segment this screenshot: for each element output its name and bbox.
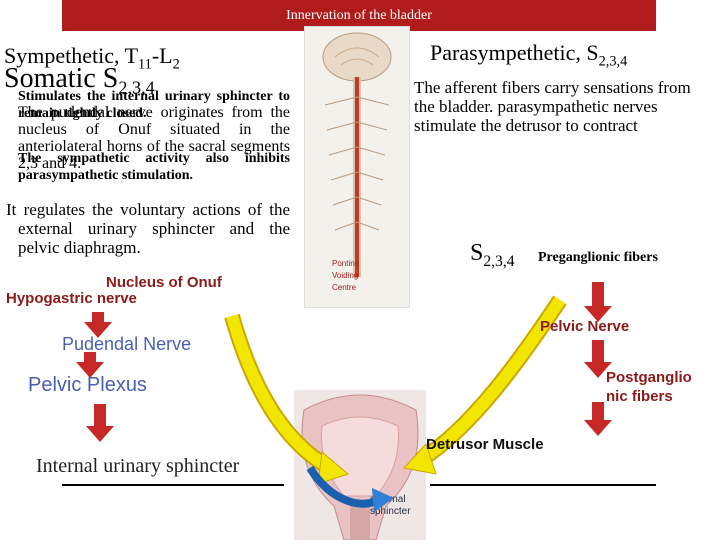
spinal-cord-illustration	[304, 26, 410, 308]
somatic-sub: 2,3,4	[118, 77, 155, 98]
bladder-illustration	[294, 390, 426, 541]
arrow-plexus-down	[86, 404, 114, 442]
arrow-yellow-right-head	[403, 443, 437, 475]
s-label-text: S	[470, 240, 484, 266]
nucleus-of-onuf-label: Nucleus of Onuf	[106, 274, 222, 291]
pontine-voiding-centre-label: Pontine Voiding Centre	[332, 259, 360, 292]
arrow-postganglionic-down	[584, 402, 612, 436]
sympathetic-heading: Sympethetic, T11-L2	[4, 44, 180, 76]
title-bar: Innervation of the bladder	[62, 0, 656, 31]
sympathetic-activity-text: The sympathetic activity also inhibits p…	[18, 151, 290, 183]
sympathetic-sub-11: 11	[138, 56, 152, 73]
pudendal-origin-text: The pudendal nerve originates from the n…	[18, 104, 290, 172]
stimulates-text: Stimulates the internal urinary sphincte…	[18, 89, 290, 121]
postganglionic-label: Postganglio nic fibers	[606, 369, 692, 405]
pelvic-nerve-label: Pelvic Nerve	[540, 318, 630, 335]
arrow-yellow-left-head	[317, 451, 350, 485]
pelvic-plexus-label: Pelvic Plexus	[28, 374, 147, 396]
s-label-sub: 2,3,4	[483, 252, 515, 270]
arrow-pudendal-down	[76, 352, 104, 378]
arrow-blue-head	[372, 488, 394, 512]
arrow-yellow-left	[224, 313, 335, 475]
internal-sphincter-label: Internal urinary sphincter	[36, 455, 240, 477]
somatic-heading: Somatic S2,3,4	[4, 63, 155, 101]
regulates-text: It regulates the voluntary actions of th…	[6, 200, 290, 257]
preganglionic-label: Preganglionic fibers	[538, 250, 658, 265]
sympathetic-heading-mid: -L	[151, 43, 173, 68]
s234-label: S2,3,4	[470, 240, 515, 271]
parasympathetic-sub: 2,3,4	[598, 53, 628, 70]
divider-left	[62, 484, 284, 486]
sympathetic-heading-text: Sympethetic, T	[4, 43, 139, 68]
hypogastric-nerve-label: Hypogastric nerve	[6, 290, 137, 307]
spinal-cord-drawing	[322, 32, 392, 277]
pudendal-nerve-label: Pudendal Nerve	[62, 334, 192, 354]
arrow-preganglionic-down	[584, 282, 612, 322]
detrusor-muscle-label: Detrusor Muscle	[426, 436, 544, 453]
divider-right	[430, 484, 656, 486]
somatic-heading-text: Somatic S	[4, 63, 119, 94]
sympathetic-sub-2: 2	[172, 56, 180, 73]
parasympathetic-heading: Parasympethetic, S2,3,4	[430, 40, 627, 70]
parasympathetic-heading-text: Parasympethetic, S	[430, 40, 599, 65]
slide-title: Innervation of the bladder	[286, 8, 432, 23]
arrow-hypogastric-down	[84, 312, 112, 338]
afferent-text: The afferent fibers carry sensations fro…	[414, 78, 691, 135]
arrow-pelvic-nerve-down	[584, 340, 612, 378]
arrow-blue	[306, 465, 380, 508]
